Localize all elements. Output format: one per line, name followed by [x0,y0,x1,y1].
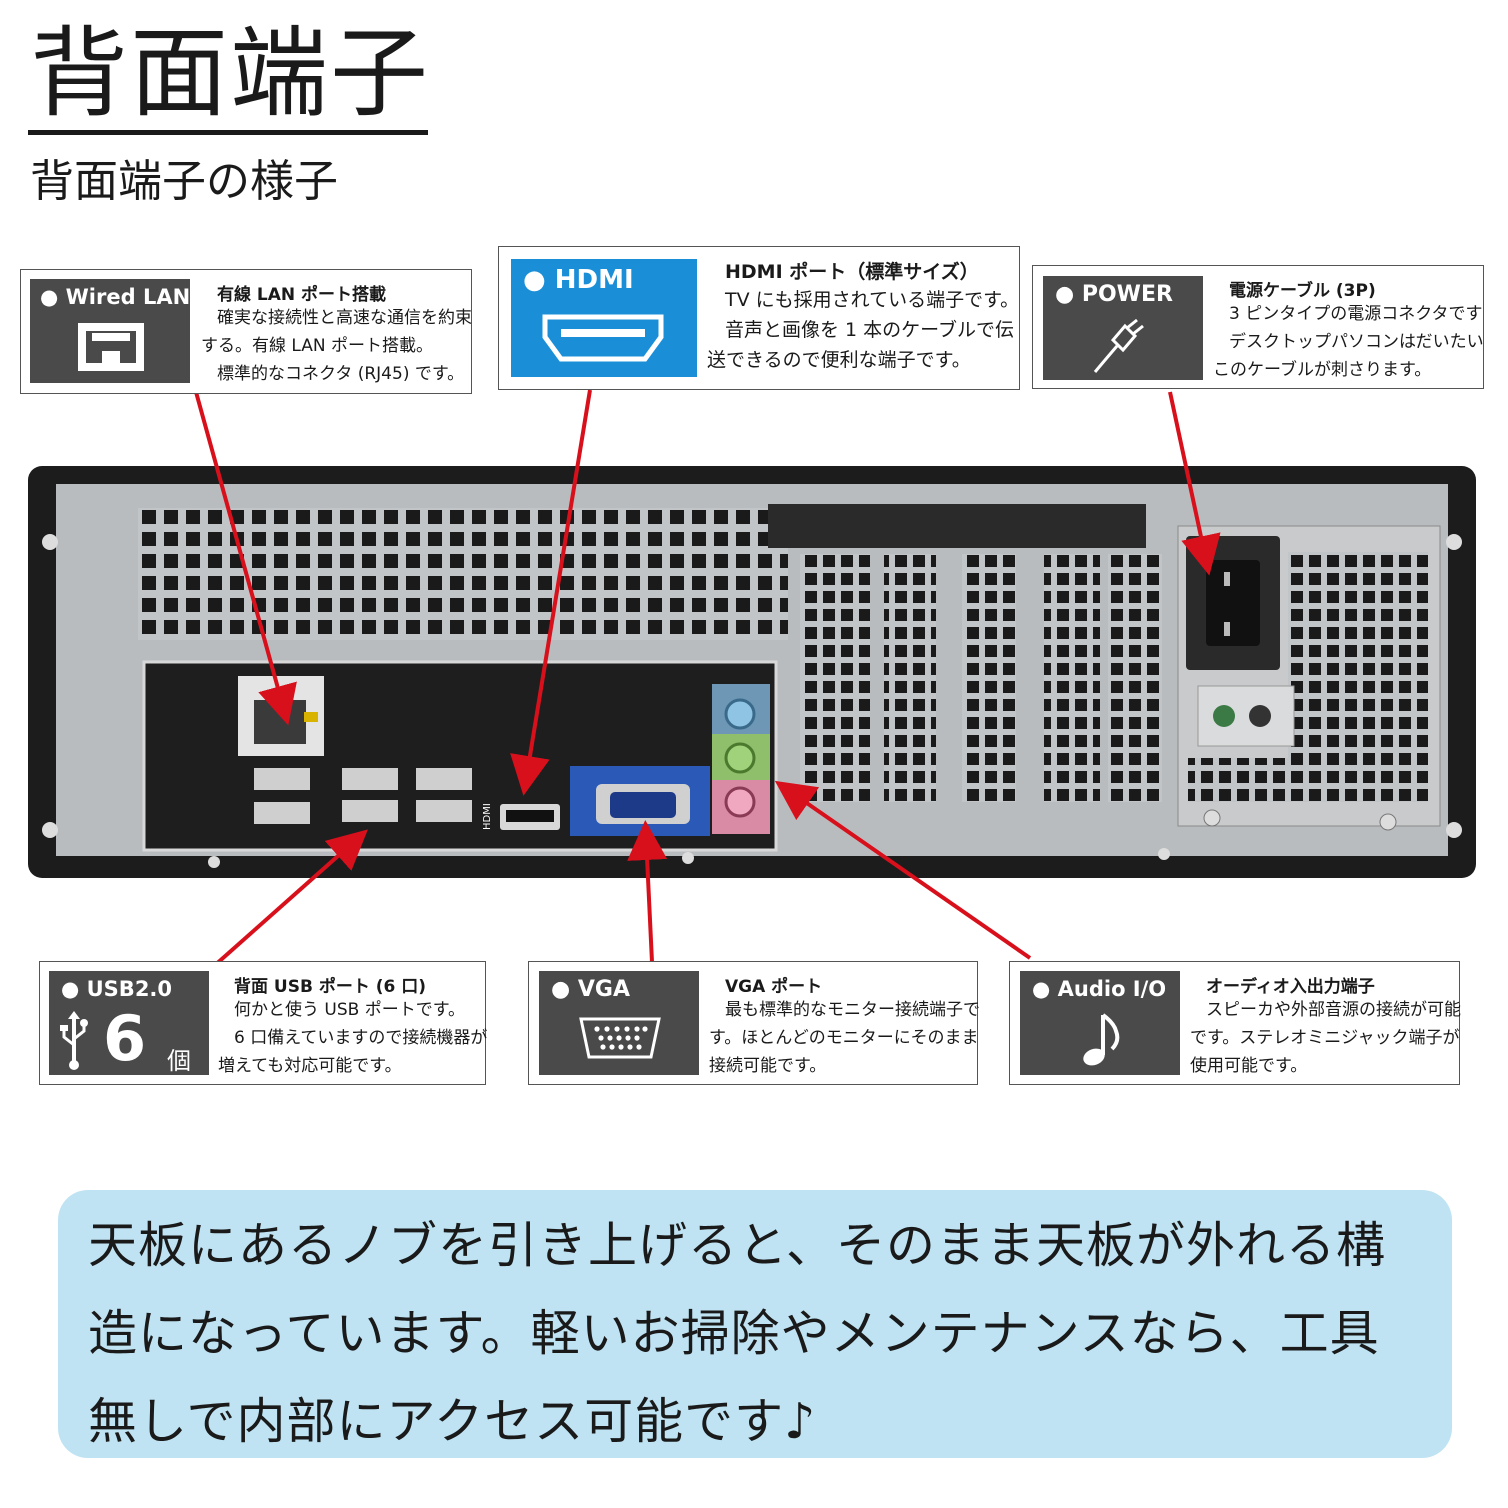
usb-port [342,800,398,822]
usb-icon [60,1011,88,1070]
lan-tile-label: ● Wired LAN [40,285,191,309]
audio-tile: ● Audio I/O [1020,971,1180,1075]
audio-description: スピーカや外部音源の接続が可能 です。ステレオミニジャック端子が 使用可能です。 [1190,1000,1461,1076]
card-wired-lan: ● Wired LAN 有線 LAN ポート搭載 確実な接続性と高速な通信を約束… [20,269,472,394]
usb-heading: 背面 USB ポート (6 口) [234,977,427,997]
audio-line-out [724,742,756,774]
power-description: 3 ピンタイプの電源コネクタです デスクトップパソコンはだいたい このケーブルが… [1213,304,1484,380]
card-vga: ● VGA VGA ポート 最も標準的なモニター接続端子で す。ほとんどのモニタ… [528,961,980,1085]
usb-tile: ● USB2.0 6 個 [49,971,209,1075]
audio-heading: オーディオ入出力端子 [1206,977,1375,997]
page-title: 背面端子 [30,17,431,131]
usb-port [254,802,310,824]
lan-description: 確実な接続性と高速な通信を約束 する。有線 LAN ポート搭載。 標準的なコネク… [201,308,472,384]
hdmi-tile: ● HDMI [511,259,697,377]
note-line: 無しで内部にアクセス可能です♪ [88,1393,817,1450]
usb-count-unit: 個 [167,1047,191,1075]
usb-port [416,800,472,822]
audio-tile-label: ● Audio I/O [1032,977,1167,1001]
lan-heading: 有線 LAN ポート搭載 [217,285,387,305]
note-line: 天板にあるノブを引き上げると、そのまま天板が外れる構 [88,1217,1387,1274]
slot-bar [768,504,1146,548]
lan-tile: ● Wired LAN [30,279,190,383]
usb-port [416,768,472,790]
vga-description: 最も標準的なモニター接続端子で す。ほとんどのモニターにそのまま 接続可能です。 [709,1000,980,1076]
card-hdmi: ● HDMI HDMI ポート（標準サイズ） TV にも採用されている端子です。… [498,246,1020,390]
card-power: ● POWER 電源ケーブル (3P) 3 ピンタイプの電源コネクタです デスク… [1032,265,1484,389]
hdmi-tile-label: ● HDMI [523,265,634,295]
power-tile: ● POWER [1043,276,1203,380]
ethernet-port-icon [78,323,144,371]
vga-port-icon [579,1017,661,1059]
title-underline [28,130,428,135]
vga-heading: VGA ポート [725,977,823,997]
card-usb: ● USB2.0 6 個 背面 USB ポート (6 口) 何かと使う USB … [39,961,488,1085]
page-subtitle: 背面端子の様子 [30,156,338,207]
audio-mic [724,786,756,818]
power-heading: 電源ケーブル (3P) [1229,281,1376,301]
power-plug-icon [1093,318,1144,373]
power-tile-label: ● POWER [1055,282,1173,307]
vga-tile: ● VGA [539,971,699,1075]
usb-port [342,768,398,790]
usb-tile-label: ● USB2.0 [61,977,173,1001]
hdmi-port-label: HDMI [482,803,493,830]
pc-rear-photo: HDMI [28,466,1476,878]
usb-count: 6 [103,1002,147,1075]
card-audio: ● Audio I/O オーディオ入出力端子 スピーカや外部音源の接続が可能 で… [1009,961,1461,1085]
note-line: 造になっています。軽いお掃除やメンテナンスなら、工具 [88,1305,1380,1362]
vga-tile-label: ● VGA [551,977,630,1002]
audio-line-in [724,698,756,730]
hdmi-description: TV にも採用されている端子です。 音声と画像を 1 本のケーブルで伝 送できる… [707,289,1020,371]
music-note-icon [1083,1013,1120,1066]
top-panel-note: 天板にあるノブを引き上げると、そのまま天板が外れる構 造になっています。軽いお掃… [58,1190,1452,1458]
usb-description: 何かと使う USB ポートです。 6 口備えていますので接続機器が 増えても対応… [218,1000,488,1076]
hdmi-port-icon [542,314,664,362]
hdmi-heading: HDMI ポート（標準サイズ） [725,261,979,283]
top-vent-grill [138,508,788,640]
usb-port [254,768,310,790]
